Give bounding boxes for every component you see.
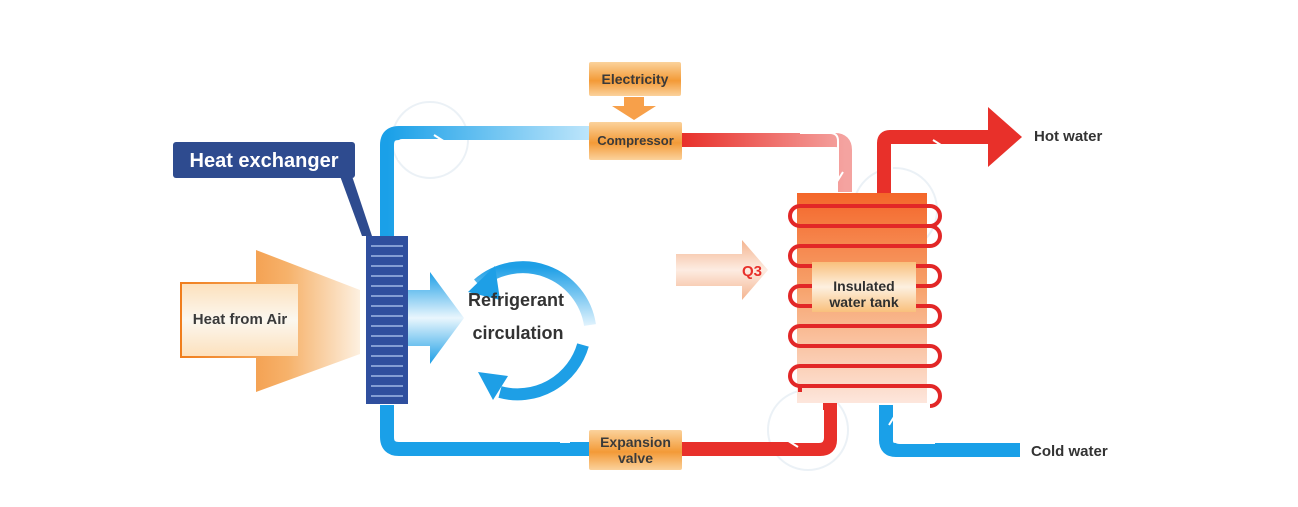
- hot-refrigerant-pipe: [682, 132, 852, 456]
- tank-label-line1: Insulated: [833, 277, 895, 294]
- tank-label: Insulated water tank: [812, 272, 916, 316]
- cold-refrigerant-pipe: [380, 126, 592, 456]
- cold-water-inlet: [879, 405, 1020, 457]
- heat-exchanger-callout: [173, 142, 372, 236]
- water-tank: [788, 193, 942, 408]
- expansion-label-line2: valve: [617, 450, 654, 466]
- circulation-icon: [468, 261, 596, 401]
- compressor-label: Compressor: [597, 132, 674, 148]
- hot-water-label: Hot water: [1034, 128, 1103, 145]
- expansion-valve-box: Expansion valve: [589, 430, 682, 470]
- heat-from-air-label: Heat from Air: [192, 311, 288, 329]
- compressor-box: Compressor: [589, 122, 682, 160]
- refrigerant-label-line1: Refrigerant: [468, 290, 564, 310]
- cold-water-label: Cold water: [1031, 443, 1108, 460]
- heat-from-air-box: Heat from Air: [182, 284, 298, 356]
- electricity-label: Electricity: [601, 70, 669, 87]
- hot-water-outlet: [877, 107, 1022, 193]
- q3-arrow: [676, 240, 768, 300]
- heat-exchanger-label: Heat exchanger: [190, 150, 339, 172]
- heat-exchanger-coil: [366, 236, 408, 404]
- refrigerant-label-line2: circulation: [472, 323, 563, 343]
- blue-flow-arrow: [408, 272, 464, 364]
- q3-label: Q3: [742, 263, 762, 280]
- tank-label-line2: water tank: [829, 294, 899, 310]
- expansion-label-line1: Expansion: [600, 433, 671, 450]
- electricity-box: Electricity: [589, 62, 681, 96]
- electricity-arrow: [612, 97, 656, 120]
